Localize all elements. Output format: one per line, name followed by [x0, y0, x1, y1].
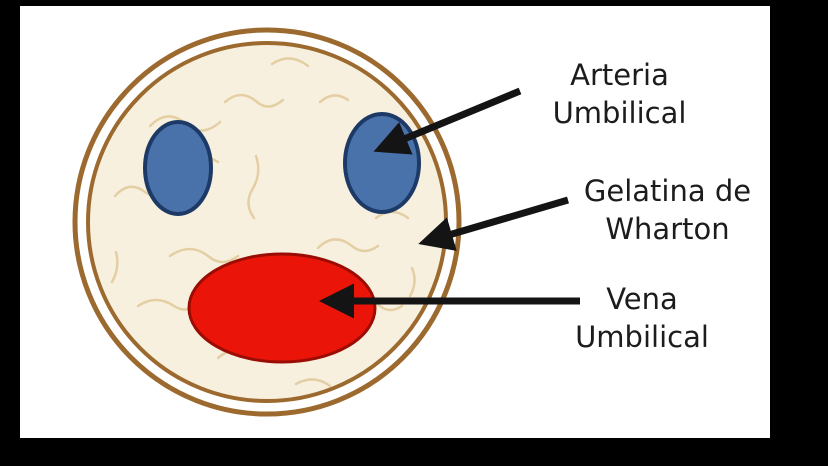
- arrow-to-gelatina-de-wharton: [418, 196, 569, 251]
- umbilical-cord-cross-section-diagram: [72, 27, 580, 417]
- diagram-canvas: Arteria Umbilical Gelatina de Wharton Ve…: [20, 6, 770, 438]
- umbilical-artery-right: [343, 112, 421, 214]
- label-vena-umbilical: Vena Umbilical: [575, 282, 709, 354]
- label-gelatina-de-wharton: Gelatina de Wharton: [583, 174, 752, 246]
- label-arteria-umbilical: Arteria Umbilical: [552, 58, 687, 130]
- umbilical-artery-left: [143, 120, 213, 216]
- arrow-to-arteria-umbilical: [373, 87, 522, 155]
- umbilical-vein: [187, 252, 377, 364]
